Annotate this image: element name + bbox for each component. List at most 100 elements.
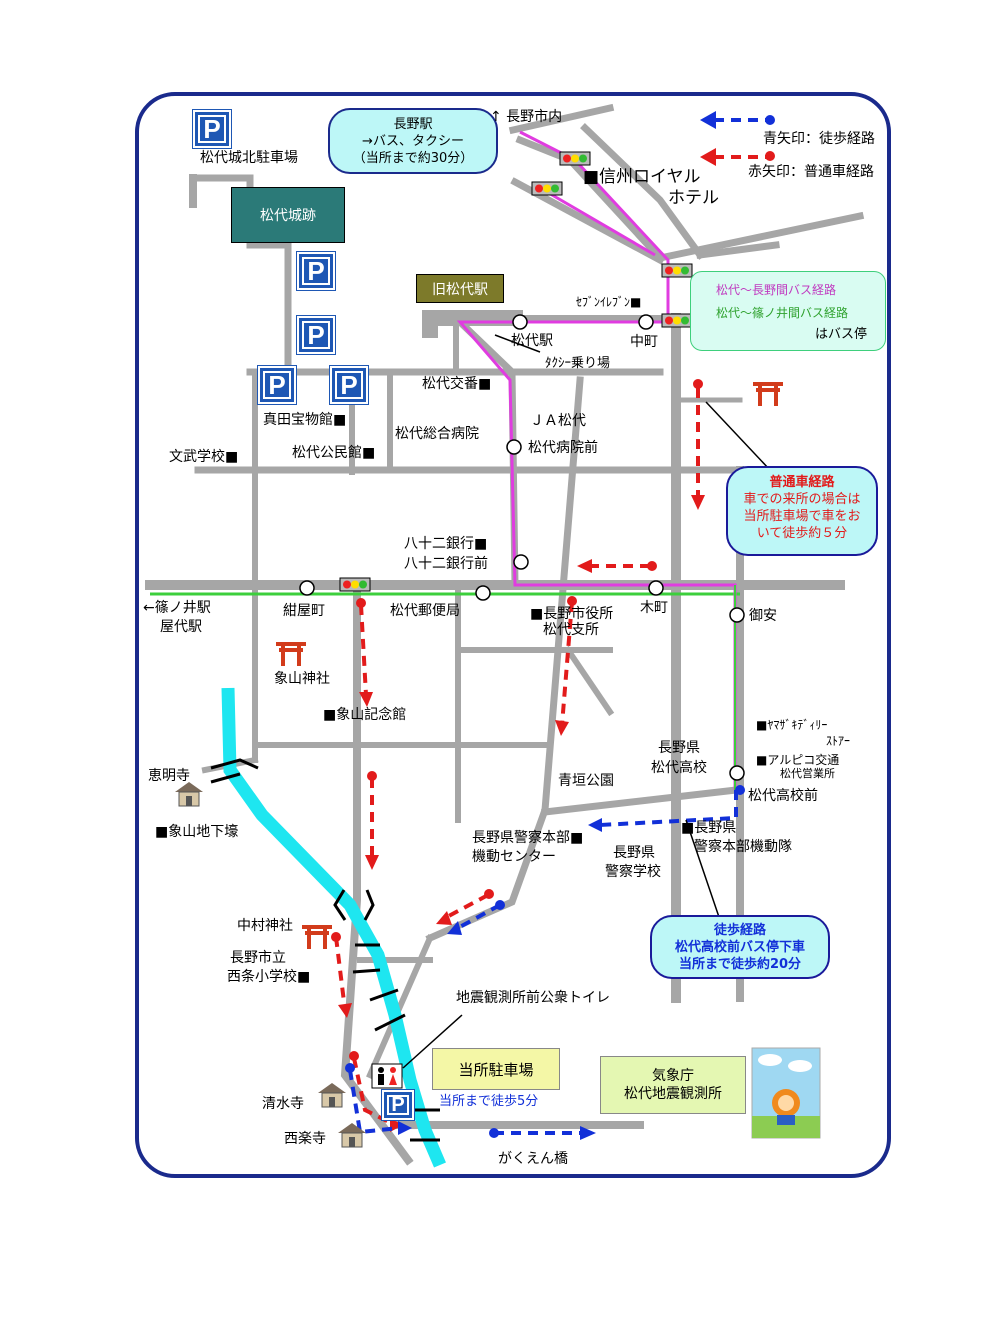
bus-stops: [299, 314, 745, 781]
bus-stop-icon: [648, 580, 664, 596]
temple-icon: [175, 782, 203, 807]
traffic-light-icon: [661, 263, 693, 278]
label-alpico: ■アルピコ交通: [756, 753, 840, 767]
label-aogaki-park: 青垣公園: [558, 773, 614, 789]
legend-blue-arrow: 青矢印：徒歩経路: [763, 131, 875, 147]
torii-icon: [276, 642, 306, 666]
old-station-box: 旧松代駅: [416, 274, 504, 303]
legend-bus-nagano: 松代～長野間バス経路: [716, 283, 837, 297]
bus-stop-icon: [729, 765, 745, 781]
label-nakamura-shrine: 中村神社: [237, 918, 293, 934]
label-city-office-2: 松代支所: [543, 622, 599, 638]
temple-icon: [318, 1083, 346, 1108]
jma-box: 気象庁 松代地震観測所: [600, 1056, 746, 1114]
torii-icon: [302, 925, 332, 949]
label-hotel: ■信州ロイヤル: [583, 167, 701, 187]
label-general-hospital: 松代総合病院: [395, 426, 479, 442]
car-route-heads: [331, 148, 775, 1132]
label-public-hall: 松代公民館■: [292, 445, 376, 461]
car-routes: [334, 388, 700, 1127]
car-route-callout: 普通車経路 車での来所の場合は 当所駐車場で車をお いて徒歩約５分: [726, 466, 878, 556]
label-hospital-stop: 松代病院前: [528, 440, 598, 456]
label-saijo-school: 長野市立: [230, 950, 286, 966]
label-to-yashiro: 屋代駅: [160, 619, 202, 635]
traffic-light-icon: [661, 313, 693, 328]
label-gakuen-bridge: がくえん橋: [498, 1151, 568, 1167]
label-konyamachi: 紺屋町: [283, 603, 325, 619]
label-high-school: 長野県: [658, 740, 700, 756]
label-riot-police: ■長野県: [681, 820, 737, 836]
label-to-nagano-city: ↑ 長野市内: [490, 109, 563, 125]
bus-stop-icon: [475, 585, 491, 601]
label-high-school-2: 松代高校: [651, 760, 707, 776]
traffic-light-icon: [531, 181, 563, 196]
label-sanada-museum: 真田宝物館■: [263, 412, 347, 428]
bridges: [210, 758, 440, 1142]
parking-icon: P: [296, 315, 336, 355]
bus-stop-icon: [512, 314, 528, 330]
label-city-office: ■長野市役所: [530, 606, 614, 622]
toilet-icon: [371, 1063, 403, 1089]
bus-stop-icon: [638, 314, 654, 330]
label-sairakuji: 西楽寺: [284, 1131, 326, 1147]
label-to-shinonoi: ←篠ノ井駅: [143, 600, 211, 616]
walk-route-heads: [345, 111, 775, 1140]
torii-icon: [753, 382, 783, 406]
jma-mascot-illustration: [751, 1047, 821, 1139]
parking-icon: P: [296, 251, 336, 291]
torii-gates: [276, 382, 783, 949]
label-alpico-2: 松代営業所: [780, 767, 835, 780]
label-ja: ＪＡ松代: [530, 413, 586, 429]
legend-bus-stop: はバス停: [815, 327, 868, 342]
nagano-station-bubble: 長野駅 →バス、タクシー （当所まで約30分）: [328, 108, 498, 174]
label-walk-5min: 当所まで徒歩5分: [439, 1094, 539, 1109]
label-matsushiro-station: 松代駅: [511, 333, 553, 349]
label-police-hq: 長野県警察本部■: [472, 830, 584, 846]
label-police-hq-2: 機動センター: [472, 849, 556, 865]
bus-stop-icon: [513, 554, 529, 570]
parking-icon: P: [257, 365, 297, 405]
label-bunbu-school: 文武学校■: [169, 449, 239, 465]
label-police-school: 長野県: [613, 845, 655, 861]
callout-pointers: [402, 334, 771, 1069]
walk-route-callout: 徒歩経路 松代高校前バス停下車 当所まで徒歩約20分: [650, 915, 830, 979]
label-emyoji: 恵明寺: [148, 768, 190, 784]
castle-ruins-box: 松代城跡: [231, 187, 345, 243]
label-hotel-2: ホテル: [668, 188, 719, 208]
label-zozan-bunker: ■象山地下壕: [155, 824, 239, 840]
parking-icon: P: [381, 1089, 415, 1121]
label-seven-eleven: ｾﾌﾞﾝｲﾚﾌﾞﾝ■: [576, 295, 642, 309]
parking-icon: P: [192, 109, 232, 149]
traffic-light-icon: [339, 577, 371, 592]
legend-red-arrow-label: 赤矢印：普通車経路: [748, 164, 874, 180]
bus-stop-icon: [729, 607, 745, 623]
label-zozan-memorial: ■象山記念館: [323, 707, 407, 723]
river: [221, 687, 446, 1168]
label-nakamachi: 中町: [630, 334, 658, 350]
jma-name: 気象庁: [652, 1068, 694, 1084]
label-toilet: 地震観測所前公衆トイレ: [456, 990, 610, 1006]
label-riot-police-2: 警察本部機動隊: [694, 839, 792, 855]
label-kimachi: 木町: [640, 600, 668, 616]
legend-bus-shinonoi: 松代～篠ノ井間バス経路: [716, 306, 849, 320]
label-police-school-2: 警察学校: [605, 864, 661, 880]
label-koban: 松代交番■: [422, 376, 492, 392]
bus-stop-icon: [506, 439, 522, 455]
label-high-school-stop: 松代高校前: [748, 788, 818, 804]
label-zozan-shrine: 象山神社: [274, 671, 330, 687]
walk-routes: [348, 118, 770, 1135]
label-goyasu: 御安: [749, 608, 777, 624]
our-parking-box: 当所駐車場: [432, 1048, 560, 1090]
temple-icon: [338, 1123, 366, 1148]
label-yamazaki-2: ｽﾄｱｰ: [826, 734, 851, 748]
label-shimizudera: 清水寺: [262, 1096, 304, 1112]
temples: [175, 782, 366, 1148]
traffic-light-icon: [559, 151, 591, 166]
bus-stop-icon: [299, 580, 315, 596]
label-taxi-stand: ﾀｸｼｰ乗り場: [545, 356, 611, 371]
parking-icon: P: [329, 365, 369, 405]
label-castle-north-parking: 松代城北駐車場: [200, 150, 298, 166]
map-frame: [135, 92, 891, 1178]
jma-station: 松代地震観測所: [624, 1086, 722, 1102]
